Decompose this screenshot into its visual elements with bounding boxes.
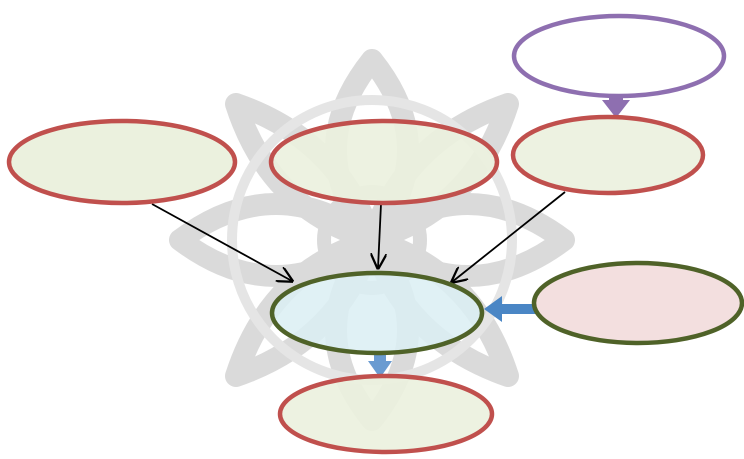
node-left [6, 118, 238, 206]
arrow-left-to-center [151, 203, 292, 281]
arrow-middle-to-center [378, 203, 381, 268]
node-side [531, 260, 744, 346]
node-top-right [511, 13, 727, 99]
node-bottom [277, 373, 495, 455]
node-right [510, 114, 706, 196]
arrow-right-to-center [452, 191, 566, 282]
block-arrow-side-to-center [484, 296, 536, 322]
thin-arrows [151, 191, 566, 282]
node-center [269, 270, 485, 356]
node-middle [268, 118, 500, 206]
